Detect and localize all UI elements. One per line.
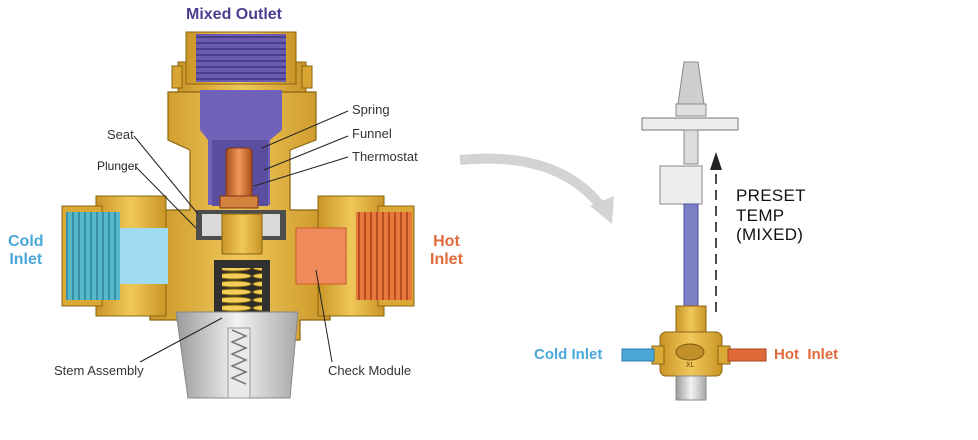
callout-stem-assembly: Stem Assembly xyxy=(54,363,144,378)
callout-thermostat: Thermostat xyxy=(352,149,418,164)
hot-inlet-label: Hot Inlet xyxy=(430,233,463,268)
preset-temp-label: PRESET TEMP (MIXED) xyxy=(736,186,806,245)
cold-inlet-text: Cold Inlet xyxy=(8,233,44,268)
callout-spring: Spring xyxy=(352,102,390,117)
callout-check-module: Check Module xyxy=(328,363,412,378)
hot-inlet-text: Hot Inlet xyxy=(430,233,463,268)
valve-marking: XL xyxy=(686,362,695,369)
callout-funnel: Funnel xyxy=(352,126,392,141)
install-cold-inlet: Cold Inlet xyxy=(534,346,603,363)
preset-temp-text: PRESET TEMP (MIXED) xyxy=(736,186,806,245)
callout-seat: Seat xyxy=(107,127,134,142)
install-hot-inlet: Hot Inlet xyxy=(774,346,839,363)
flow-arrow xyxy=(459,153,609,214)
callout-plunger: Plunger xyxy=(97,159,139,173)
cold-inlet-label: Cold Inlet xyxy=(8,233,44,268)
mixed-outlet-title: Mixed Outlet xyxy=(186,6,283,23)
